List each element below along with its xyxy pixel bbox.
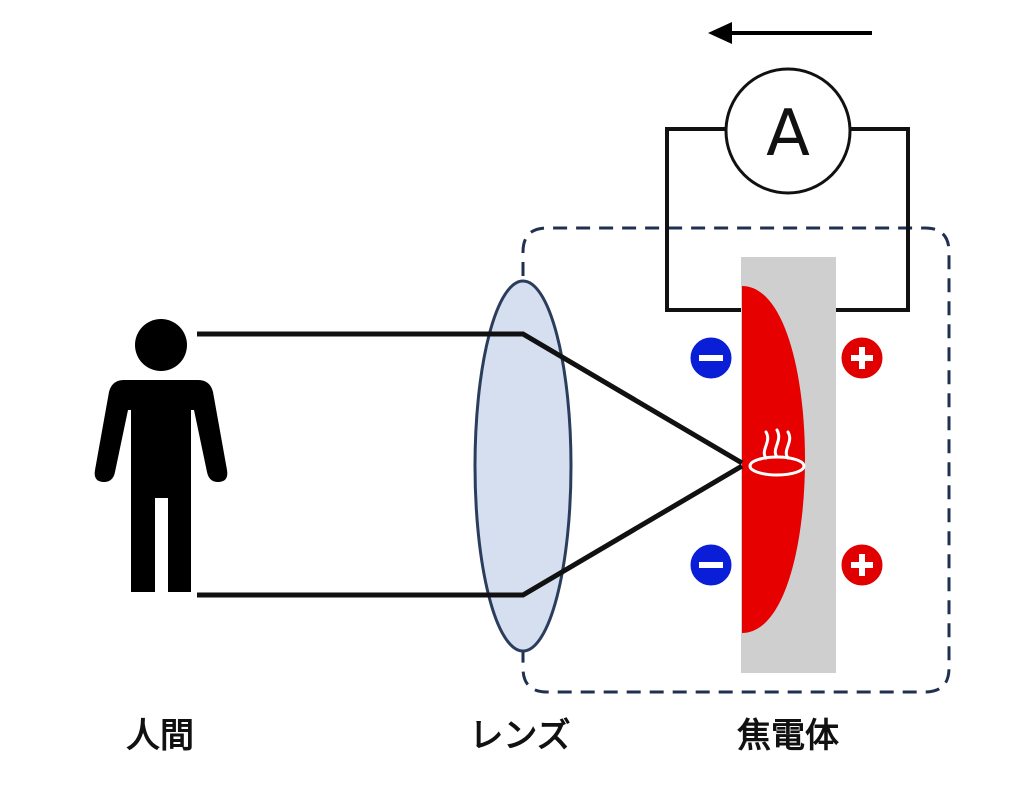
current-arrow-icon xyxy=(708,22,872,44)
negative-charge xyxy=(687,541,735,589)
lens xyxy=(473,279,573,653)
positive-charge xyxy=(838,541,886,589)
pyroelectric-label: 焦電体 xyxy=(737,716,839,756)
light-rays xyxy=(197,331,744,598)
person-label: 人間 xyxy=(126,716,194,756)
positive-charge xyxy=(838,334,886,382)
ammeter-label: A xyxy=(766,97,810,171)
hot-spring-icon xyxy=(748,428,806,477)
negative-charge xyxy=(687,334,735,382)
heated-region xyxy=(742,286,805,633)
person-icon xyxy=(94,319,228,592)
lens-label: レンズ xyxy=(469,716,571,756)
circuit-wire xyxy=(665,127,910,312)
sensor-enclosure xyxy=(521,226,951,694)
ammeter: A xyxy=(724,67,852,195)
